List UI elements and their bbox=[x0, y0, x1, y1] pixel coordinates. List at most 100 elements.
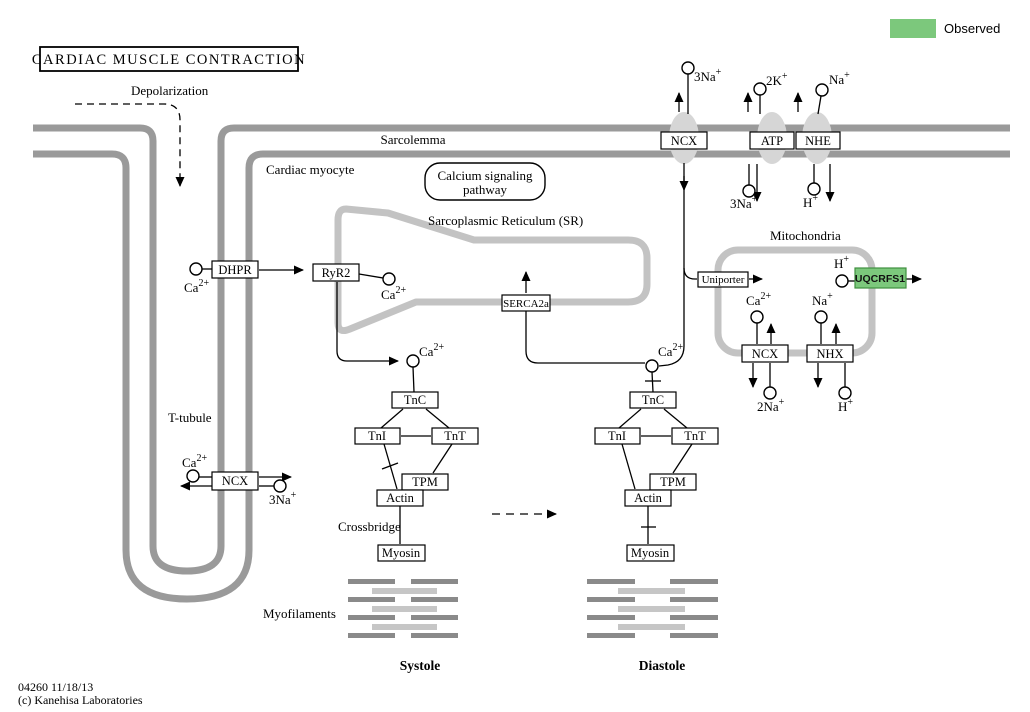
node-tnc-diastole[interactable]: TnC bbox=[629, 391, 677, 409]
cardiac-myocyte-label: Cardiac myocyte bbox=[266, 162, 355, 177]
na-ion bbox=[763, 386, 777, 400]
tnt-tpm-link-d bbox=[672, 443, 693, 474]
h-ion bbox=[807, 182, 821, 196]
ca-to-ncx-long-line bbox=[658, 163, 685, 367]
ion-label-na: Na+ bbox=[829, 70, 850, 87]
svg-text:Myosin: Myosin bbox=[631, 546, 670, 560]
diastole-label: Diastole bbox=[639, 658, 686, 673]
svg-text:pathway: pathway bbox=[463, 182, 508, 197]
svg-text:TPM: TPM bbox=[412, 475, 438, 489]
node-dhpr[interactable]: DHPR bbox=[211, 260, 259, 279]
node-uniporter[interactable]: Uniporter bbox=[697, 271, 749, 288]
svg-text:Actin: Actin bbox=[386, 491, 415, 505]
ion-label-h: H+ bbox=[834, 254, 849, 271]
svg-text:UQCRFS1: UQCRFS1 bbox=[855, 273, 905, 285]
tnc-tni-link-d bbox=[618, 408, 642, 429]
svg-text:TPM: TPM bbox=[660, 475, 686, 489]
svg-text:NCX: NCX bbox=[752, 347, 778, 361]
ion-label-2k: 2K+ bbox=[766, 71, 788, 88]
svg-text:TnC: TnC bbox=[642, 393, 664, 407]
myofilaments-systole bbox=[348, 579, 458, 638]
svg-text:TnC: TnC bbox=[404, 393, 426, 407]
ion-label-3na: 3Na+ bbox=[269, 490, 297, 507]
tni-actin-link-d bbox=[621, 443, 636, 490]
node-serca2a[interactable]: SERCA2a bbox=[501, 294, 551, 312]
ion-label-ca: Ca2+ bbox=[746, 291, 771, 308]
node-tnt-systole[interactable]: TnT bbox=[431, 427, 479, 445]
svg-text:NHX: NHX bbox=[816, 347, 843, 361]
page-title: CARDIAC MUSCLE CONTRACTION bbox=[32, 52, 306, 68]
ca-ion bbox=[406, 354, 420, 368]
node-ncx-ttubule[interactable]: NCX bbox=[211, 471, 259, 491]
node-tni-diastole[interactable]: TnI bbox=[594, 427, 641, 445]
node-tnc-systole[interactable]: TnC bbox=[391, 391, 439, 409]
tnc-tni-link-s bbox=[380, 408, 404, 429]
sarcolemma-label: Sarcolemma bbox=[381, 132, 446, 147]
svg-text:Actin: Actin bbox=[634, 491, 663, 505]
svg-text:TnT: TnT bbox=[684, 429, 706, 443]
ca-ion bbox=[645, 359, 659, 373]
na-ion bbox=[681, 61, 695, 75]
ca-ion bbox=[189, 262, 203, 276]
legend-label: Observed bbox=[944, 21, 1000, 36]
ryr2-release-arrow bbox=[336, 282, 399, 366]
svg-text:RyR2: RyR2 bbox=[322, 266, 351, 280]
depolarization-arrow bbox=[75, 103, 185, 187]
svg-text:SERCA2a: SERCA2a bbox=[503, 298, 549, 310]
h-ion bbox=[835, 274, 849, 288]
node-actin-systole[interactable]: Actin bbox=[376, 489, 424, 507]
node-tpm-diastole[interactable]: TPM bbox=[649, 473, 697, 491]
node-tnt-diastole[interactable]: TnT bbox=[671, 427, 719, 445]
myofilaments-diastole bbox=[587, 579, 718, 638]
mitochondria-label: Mitochondria bbox=[770, 228, 841, 243]
node-uqcrfs1-observed[interactable]: UQCRFS1 bbox=[854, 267, 907, 289]
calcium-signaling-pathway-box[interactable]: Calcium signaling pathway bbox=[424, 162, 546, 201]
k-ion bbox=[753, 82, 767, 96]
ion-label-h: H+ bbox=[803, 193, 818, 210]
na-ion bbox=[814, 310, 828, 324]
node-myosin-diastole[interactable]: Myosin bbox=[626, 544, 675, 562]
node-tni-systole[interactable]: TnI bbox=[354, 427, 401, 445]
tnc-tnt-link-s bbox=[425, 408, 450, 429]
ca-ion bbox=[186, 469, 200, 483]
svg-text:TnT: TnT bbox=[444, 429, 466, 443]
node-atp-pump[interactable]: ATP bbox=[749, 131, 795, 150]
node-ncx-mito[interactable]: NCX bbox=[741, 344, 789, 363]
ion-label-ca: Ca2+ bbox=[419, 342, 444, 359]
pathway-id-date: 04260 11/18/13 bbox=[18, 680, 93, 694]
ca-ion bbox=[750, 310, 764, 324]
node-nhe[interactable]: NHE bbox=[795, 131, 841, 150]
ca-to-serca2a-line bbox=[525, 311, 645, 364]
ion-label-ca: Ca2+ bbox=[381, 285, 406, 302]
node-ryr2[interactable]: RyR2 bbox=[312, 263, 360, 282]
svg-text:Myosin: Myosin bbox=[382, 546, 421, 560]
ca-to-tnc-systole-line bbox=[412, 366, 415, 393]
svg-text:ATP: ATP bbox=[761, 134, 783, 148]
systole-label: Systole bbox=[400, 658, 441, 673]
sarcolemma-outer-line bbox=[33, 124, 1010, 575]
svg-text:NCX: NCX bbox=[222, 474, 248, 488]
node-nhx[interactable]: NHX bbox=[806, 344, 854, 363]
node-myosin-systole[interactable]: Myosin bbox=[377, 544, 426, 562]
t-tubule-label: T-tubule bbox=[168, 410, 212, 425]
na-ion bbox=[742, 184, 756, 198]
node-actin-diastole[interactable]: Actin bbox=[624, 489, 672, 507]
svg-text:TnI: TnI bbox=[608, 429, 626, 443]
sr-outline bbox=[334, 205, 651, 334]
dissociation-tick-tni-actin bbox=[381, 462, 399, 470]
ion-label-3na: 3Na+ bbox=[730, 194, 758, 211]
svg-text:TnI: TnI bbox=[368, 429, 386, 443]
h-ion bbox=[838, 386, 852, 400]
node-tpm-systole[interactable]: TPM bbox=[401, 473, 449, 491]
tnt-tpm-link-s bbox=[432, 443, 453, 474]
node-ncx-sarcolemma[interactable]: NCX bbox=[660, 131, 708, 150]
sr-label: Sarcoplasmic Reticulum (SR) bbox=[428, 213, 583, 228]
sarcolemma-inner-line bbox=[33, 150, 1010, 603]
svg-text:NHE: NHE bbox=[805, 134, 831, 148]
myofilaments-label: Myofilaments bbox=[263, 606, 336, 621]
crossbridge-label: Crossbridge bbox=[338, 519, 401, 534]
svg-text:NCX: NCX bbox=[671, 134, 697, 148]
ca-to-uniporter-line bbox=[683, 267, 697, 280]
ion-label-h: H+ bbox=[838, 397, 853, 414]
